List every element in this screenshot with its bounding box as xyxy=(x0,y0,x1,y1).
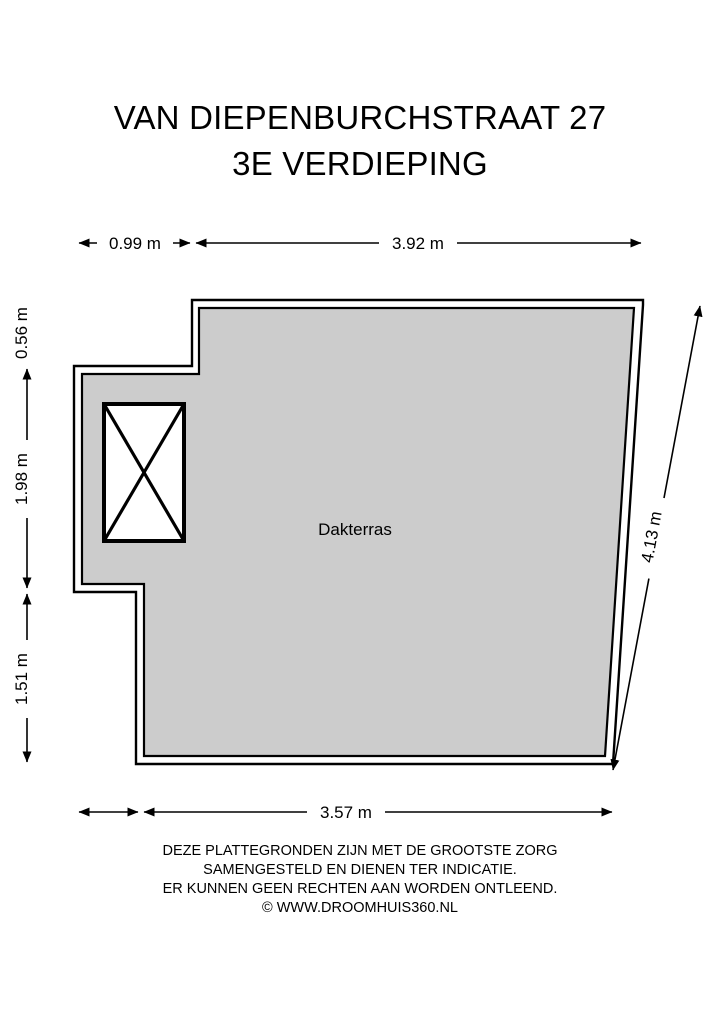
disclaimer-line-2: SAMENGESTELD EN DIENEN TER INDICATIE. xyxy=(203,862,517,878)
dimension-bottom-main: 3.57 m xyxy=(143,801,613,823)
title-line-address: VAN DIEPENBURCHSTRAAT 27 xyxy=(113,99,607,136)
dimension-right-angled: 4.13 m xyxy=(610,305,703,771)
dimension-label-left-middle: 1.98 m xyxy=(12,453,31,505)
disclaimer-line-1: DEZE PLATTEGRONDEN ZIJN MET DE GROOTSTE … xyxy=(162,843,558,859)
dimension-label-top-left: 0.99 m xyxy=(109,234,161,253)
dimension-label-left-upper: 0.56 m xyxy=(12,307,31,359)
dimension-top-main: 3.92 m xyxy=(195,232,642,254)
page-title: VAN DIEPENBURCHSTRAAT 27 3E VERDIEPING xyxy=(0,95,720,187)
dimension-left-middle: 1.98 m xyxy=(12,368,38,589)
dimension-top-left: 0.99 m xyxy=(78,232,191,254)
disclaimer-line-3: ER KUNNEN GEEN RECHTEN AAN WORDEN ONTLEE… xyxy=(162,881,558,897)
dimension-label-top-main: 3.92 m xyxy=(392,234,444,253)
skylight-hatch xyxy=(102,402,186,543)
room-label-dakterras: Dakterras xyxy=(318,520,392,539)
copyright-line: © WWW.DROOMHUIS360.NL xyxy=(262,900,458,916)
dimension-label-left-lower: 1.51 m xyxy=(12,653,31,705)
dimension-left-lower: 1.51 m xyxy=(12,593,38,763)
disclaimer-footer: DEZE PLATTEGRONDEN ZIJN MET DE GROOTSTE … xyxy=(0,842,720,918)
dimension-label-bottom-main: 3.57 m xyxy=(320,803,372,822)
dimension-left-upper: 0.56 m xyxy=(12,296,38,370)
title-line-floor: 3E VERDIEPING xyxy=(232,145,488,182)
